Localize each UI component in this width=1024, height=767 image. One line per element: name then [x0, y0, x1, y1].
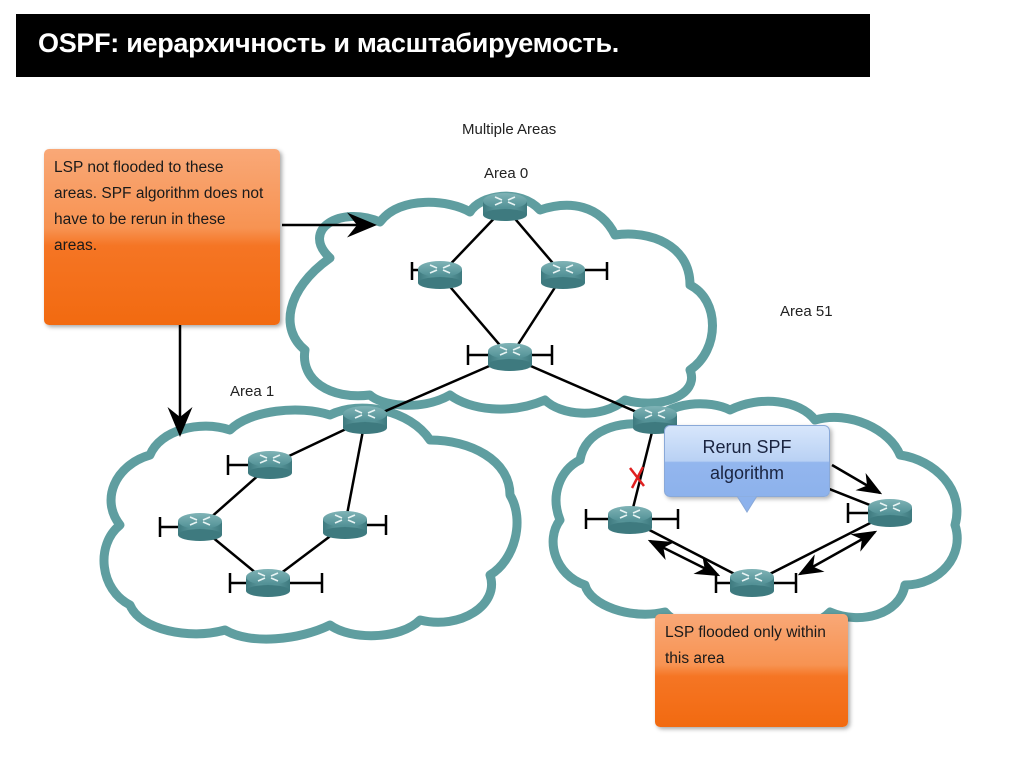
stub-interface: [770, 573, 798, 593]
router-icon: [323, 511, 367, 539]
link: [364, 355, 511, 422]
lsp-flooded-only-callout: LSP flooded only within this area: [655, 614, 848, 727]
rerun-spf-line2: algorithm: [709, 463, 785, 483]
router-icon: [178, 513, 222, 541]
diagram-heading: Multiple Areas: [462, 121, 556, 138]
lsp-not-flooded-callout: LSP not flooded to these areas. SPF algo…: [44, 149, 280, 325]
router-icon: [246, 569, 290, 597]
area0-cloud: [285, 191, 717, 418]
slide-title: OSPF: иерархичность и масштабируемость.: [38, 28, 619, 58]
stub-interface: [584, 509, 612, 529]
router-icon: [541, 261, 585, 289]
router-icon: [608, 506, 652, 534]
router-icon: [343, 406, 387, 434]
rerun-spf-line1: Rerun SPF: [702, 437, 792, 457]
slide-title-bar: OSPF: иерархичность и масштабируемость.: [16, 14, 870, 77]
area51-label: Area 51: [780, 303, 833, 320]
flood-arrow: [797, 530, 878, 576]
router-icon: [868, 499, 912, 527]
bubble-pointer: [736, 496, 758, 513]
stub-interface: [530, 345, 554, 365]
flood-arrow: [831, 463, 883, 495]
flood-arrow: [647, 539, 721, 577]
router-icon: [730, 569, 774, 597]
area0-label: Area 0: [484, 165, 528, 182]
stub-interface: [466, 345, 490, 365]
area1-cloud: [99, 403, 522, 644]
link: [439, 274, 511, 358]
stub-interface: [648, 509, 680, 529]
router-icon: [488, 343, 532, 371]
link: [509, 355, 656, 422]
link: [343, 419, 367, 526]
stub-interface: [286, 573, 324, 593]
failed-link-x-icon: [629, 466, 645, 489]
area1-label: Area 1: [230, 383, 274, 400]
router-icon: [483, 193, 527, 221]
rerun-spf-bubble: Rerun SPF algorithm: [664, 425, 830, 497]
link: [508, 274, 565, 358]
router-icon: [248, 451, 292, 479]
router-icon: [418, 261, 462, 289]
